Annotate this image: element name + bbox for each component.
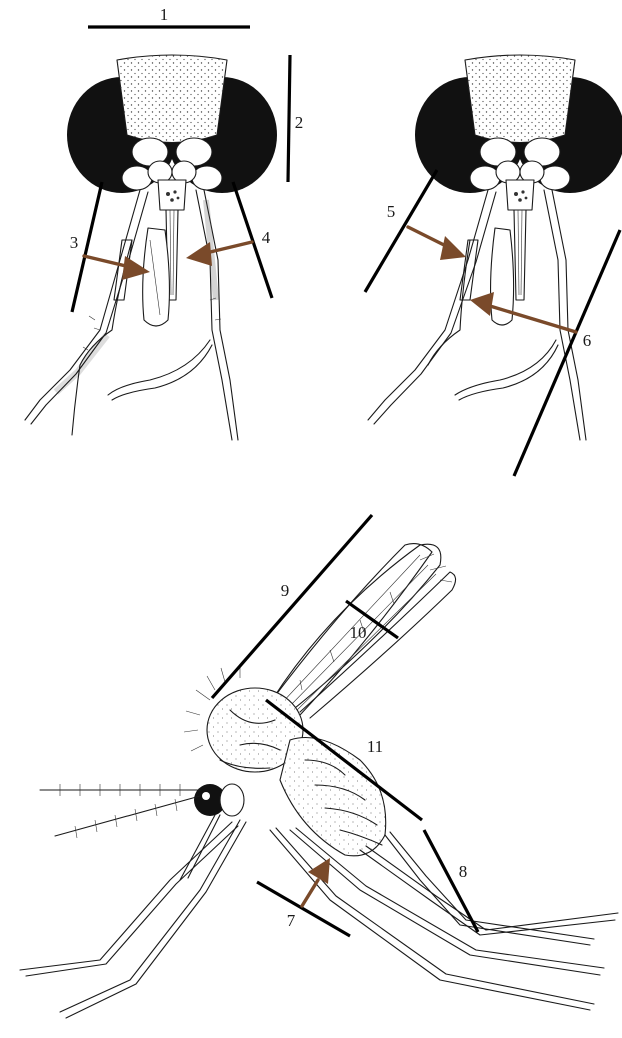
arrow-4 [186,242,252,266]
mosquito-lateral-view [20,544,618,1018]
label-11: 11 [367,737,383,756]
arrow-7 [302,858,330,906]
bar-6 [514,230,620,476]
label-1: 1 [160,5,169,24]
label-5: 5 [387,202,396,221]
bar-8 [424,830,478,932]
label-10: 10 [350,623,367,642]
head-front-view-left [25,55,277,440]
label-7: 7 [287,911,296,930]
label-6: 6 [583,331,592,350]
bar-5 [365,170,437,292]
bar-2 [288,55,290,182]
arrow-6 [470,292,576,332]
bar-7 [257,882,350,936]
label-9: 9 [281,581,290,600]
label-8: 8 [459,862,468,881]
label-4: 4 [262,228,271,247]
head-front-view-right [368,55,622,440]
label-2: 2 [295,113,304,132]
label-3: 3 [70,233,79,252]
arrow-5 [408,227,466,260]
